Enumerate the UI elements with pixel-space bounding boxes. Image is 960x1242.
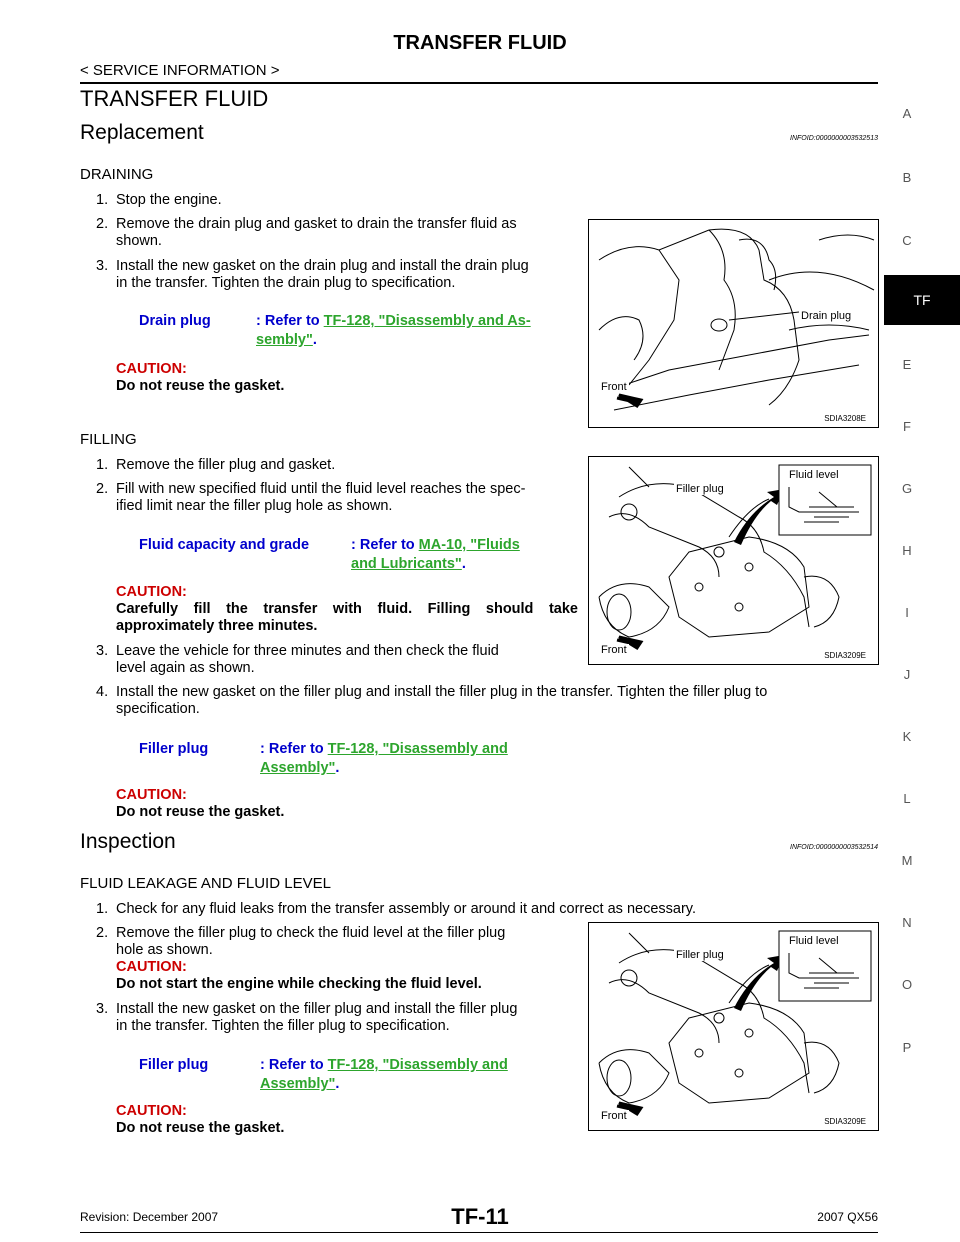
filling-step-4-cont: specification. — [116, 701, 200, 717]
fluid-capacity-spec-label: Fluid capacity and grade — [139, 537, 310, 553]
link-tf128-b-cont[interactable]: Assembly" — [260, 760, 336, 776]
section-inspection-title: Inspection — [80, 830, 176, 853]
fig3-label-front: Front — [599, 1110, 629, 1122]
footer-page-number: TF-11 — [451, 1204, 509, 1229]
fig1-label-drain-plug: Drain plug — [799, 310, 854, 322]
side-index-g[interactable]: G — [901, 481, 913, 496]
drain-plug-spec-ref: : Refer to TF-128, "Disassembly and As- — [256, 313, 531, 329]
side-index-j[interactable]: J — [903, 667, 911, 682]
filling-caution-text-2: approximately three minutes. — [116, 618, 318, 634]
link-ma10[interactable]: MA-10, "Fluids — [418, 537, 520, 553]
draining-step-2: 2.Remove the drain plug and gasket to dr… — [96, 216, 517, 232]
filler-plug-spec-ref-cont: Assembly". — [260, 760, 340, 776]
side-index-o[interactable]: O — [901, 977, 913, 992]
link-ma10-cont[interactable]: and Lubricants" — [351, 556, 462, 572]
infoid-inspection: INFOID:0000000003532514 — [790, 844, 878, 851]
side-index-f[interactable]: F — [903, 419, 911, 434]
inspection-step-1: 1.Check for any fluid leaks from the tra… — [96, 901, 696, 917]
header-title: TRANSFER FLUID — [393, 32, 567, 54]
draining-step-2-cont: shown. — [116, 233, 162, 249]
section-replacement-title: Replacement — [80, 121, 204, 144]
header-subtitle: < SERVICE INFORMATION > — [80, 62, 280, 79]
filling-caution2-label: CAUTION: — [116, 787, 187, 803]
filling-step-2-cont: ified limit near the filler plug hole as… — [116, 498, 393, 514]
filling-caution-text-1: Carefully fill the transfer with fluid. … — [116, 601, 578, 617]
filling-title: FILLING — [80, 431, 137, 448]
filling-caution2-text: Do not reuse the gasket. — [116, 804, 285, 820]
side-index-tf-active[interactable]: TF — [884, 275, 960, 325]
link-tf128-a[interactable]: TF-128, "Disassembly and As- — [323, 313, 531, 329]
footer-rule — [80, 1232, 878, 1233]
infoid-replacement: INFOID:0000000003532513 — [790, 135, 878, 142]
draining-step-1: 1.Stop the engine. — [96, 192, 222, 208]
inspection-caution-label: CAUTION: — [116, 959, 187, 975]
fig2-label-fluid-level: Fluid level — [787, 469, 841, 481]
inspection-step-2: 2.Remove the filler plug to check the fl… — [96, 925, 506, 941]
filling-caution-label: CAUTION: — [116, 584, 187, 600]
inspection-caution2-text: Do not reuse the gasket. — [116, 1120, 285, 1136]
figure-drain-plug: Drain plug Front SDIA3208E — [588, 219, 879, 428]
draining-title: DRAINING — [80, 166, 154, 183]
side-index-m[interactable]: M — [901, 853, 913, 868]
fig2-label-filler-plug: Filler plug — [674, 483, 726, 495]
drain-plug-spec-ref-cont: sembly". — [256, 332, 317, 348]
filling-step-2: 2.Fill with new specified fluid until th… — [96, 481, 526, 497]
filler-plug-inspection-illustration — [598, 930, 872, 1117]
fig1-label-front: Front — [599, 381, 629, 393]
link-tf128-a-cont[interactable]: sembly" — [256, 332, 313, 348]
draining-caution-text: Do not reuse the gasket. — [116, 378, 285, 394]
inspection-step-3-cont: in the transfer. Tighten the filler plug… — [116, 1018, 450, 1034]
inspection-step-3: 3.Install the new gasket on the filler p… — [96, 1001, 518, 1017]
side-index-c[interactable]: C — [902, 233, 912, 248]
draining-caution-label: CAUTION: — [116, 361, 187, 377]
fig3-label-fluid-level: Fluid level — [787, 935, 841, 947]
filling-step-3-cont: level again as shown. — [116, 660, 255, 676]
side-index-k[interactable]: K — [902, 729, 912, 744]
link-tf128-b[interactable]: TF-128, "Disassembly and — [327, 741, 508, 757]
filler-plug-spec-label: Filler plug — [139, 741, 209, 757]
side-index-l[interactable]: L — [903, 791, 911, 806]
inspection-caution2-label: CAUTION: — [116, 1103, 187, 1119]
header-rule — [80, 82, 878, 84]
drain-plug-illustration — [598, 228, 875, 411]
fluid-capacity-spec-ref: : Refer to MA-10, "Fluids — [351, 537, 520, 553]
fig1-code: SDIA3208E — [824, 414, 866, 423]
fig3-code: SDIA3209E — [824, 1117, 866, 1126]
filler-plug-spec-ref: : Refer to TF-128, "Disassembly and — [260, 741, 508, 757]
figure-filler-plug-inspection: Fluid level Filler plug Front SDIA3209E — [588, 922, 879, 1131]
filler-plug-illustration — [598, 464, 872, 651]
footer-model: 2007 QX56 — [817, 1210, 878, 1224]
filling-step-3: 3.Leave the vehicle for three minutes an… — [96, 643, 499, 659]
drain-plug-spec-label: Drain plug — [139, 313, 211, 329]
side-index-i[interactable]: I — [905, 605, 909, 620]
filling-step-4: 4.Install the new gasket on the filler p… — [96, 684, 768, 700]
inspection-filler-plug-spec-label: Filler plug — [139, 1057, 209, 1073]
inspection-subtitle: FLUID LEAKAGE AND FLUID LEVEL — [80, 875, 331, 892]
link-tf128-c-cont[interactable]: Assembly" — [260, 1076, 336, 1092]
inspection-step-2-cont: hole as shown. — [116, 942, 213, 958]
filling-step-1: 1.Remove the filler plug and gasket. — [96, 457, 336, 473]
inspection-caution-text: Do not start the engine while checking t… — [116, 976, 482, 992]
fig3-label-filler-plug: Filler plug — [674, 949, 726, 961]
side-index-n[interactable]: N — [902, 915, 912, 930]
fig2-label-front: Front — [599, 644, 629, 656]
footer-revision: Revision: December 2007 — [80, 1210, 219, 1224]
side-index-b[interactable]: B — [902, 170, 912, 185]
inspection-filler-plug-spec-ref: : Refer to TF-128, "Disassembly and — [260, 1057, 508, 1073]
side-index-p[interactable]: P — [902, 1040, 912, 1055]
figure-filler-plug: Fluid level Filler plug Front SDIA3209E — [588, 456, 879, 665]
inspection-filler-plug-spec-ref-cont: Assembly". — [260, 1076, 340, 1092]
side-index-e[interactable]: E — [902, 357, 912, 372]
fig2-code: SDIA3209E — [824, 651, 866, 660]
link-tf128-c[interactable]: TF-128, "Disassembly and — [327, 1057, 508, 1073]
draining-step-3: 3.Install the new gasket on the drain pl… — [96, 258, 529, 274]
page-title: TRANSFER FLUID — [80, 86, 269, 111]
draining-step-3-cont: in the transfer. Tighten the drain plug … — [116, 275, 456, 291]
side-index-h[interactable]: H — [902, 543, 912, 558]
fluid-capacity-spec-ref-cont: and Lubricants". — [351, 556, 466, 572]
side-index-a[interactable]: A — [902, 106, 912, 121]
